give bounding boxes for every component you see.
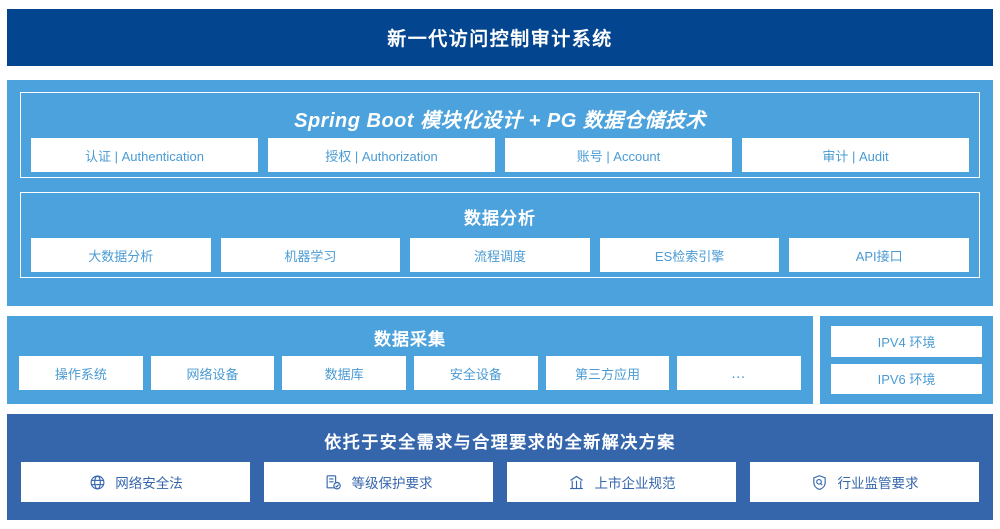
- chip-more[interactable]: …: [677, 356, 802, 390]
- globe-icon: [88, 473, 106, 491]
- chip-cybersecurity-law-label: 网络安全法: [115, 476, 183, 491]
- bank-icon: [568, 473, 586, 491]
- data-analysis-group: 数据分析: [20, 192, 980, 278]
- chip-account[interactable]: 账号 | Account: [505, 138, 732, 172]
- ip-environment-section: IPV4 环境 IPV6 环境: [820, 316, 993, 404]
- chip-industry-regulation-label: 行业监管要求: [837, 476, 919, 491]
- shield-search-icon: [811, 473, 829, 491]
- chip-operating-system[interactable]: 操作系统: [19, 356, 143, 390]
- chip-cybersecurity-law[interactable]: 网络安全法: [21, 462, 250, 502]
- chip-network-device[interactable]: 网络设备: [150, 356, 275, 390]
- chip-ipv6-environment[interactable]: IPV6 环境: [831, 363, 982, 394]
- chip-listed-company-standard[interactable]: 上市企业规范: [507, 462, 736, 502]
- spring-boot-group-title: Spring Boot 模块化设计 + PG 数据仓储技术: [294, 110, 706, 132]
- data-collection-chip-row: 操作系统 网络设备 数据库 安全设备 第三方应用 …: [19, 356, 802, 390]
- data-analysis-group-title: 数据分析: [464, 209, 536, 228]
- platform-section: Spring Boot 模块化设计 + PG 数据仓储技术 认证 | Authe…: [7, 80, 993, 306]
- chip-listed-company-standard-label: 上市企业规范: [594, 476, 676, 491]
- data-collection-title: 数据采集: [374, 330, 446, 349]
- chip-security-device[interactable]: 安全设备: [414, 356, 538, 390]
- chip-process-scheduling[interactable]: 流程调度: [410, 238, 590, 272]
- chip-third-party-application[interactable]: 第三方应用: [545, 356, 670, 390]
- chip-industry-regulation[interactable]: 行业监管要求: [750, 462, 979, 502]
- page-title: 新一代访问控制审计系统: [387, 29, 613, 50]
- compliance-section: 依托于安全需求与合理要求的全新解决方案 网络安全法: [7, 414, 993, 520]
- chip-classified-protection[interactable]: 等级保护要求: [264, 462, 493, 502]
- chip-classified-protection-label: 等级保护要求: [351, 476, 433, 491]
- chip-authorization[interactable]: 授权 | Authorization: [268, 138, 495, 172]
- chip-ipv4-environment[interactable]: IPV4 环境: [831, 326, 982, 357]
- spring-boot-group: Spring Boot 模块化设计 + PG 数据仓储技术: [20, 92, 980, 178]
- chip-es-search-engine[interactable]: ES检索引擎: [599, 238, 780, 272]
- chip-database[interactable]: 数据库: [282, 356, 407, 390]
- ip-environment-chip-column: IPV4 环境 IPV6 环境: [831, 326, 982, 394]
- chip-machine-learning[interactable]: 机器学习: [220, 238, 401, 272]
- spring-boot-chip-row: 认证 | Authentication 授权 | Authorization 账…: [31, 138, 969, 172]
- compliance-title: 依托于安全需求与合理要求的全新解决方案: [324, 433, 676, 452]
- data-analysis-chip-row: 大数据分析 机器学习 流程调度 ES检索引擎 API接口: [31, 238, 969, 272]
- chip-big-data-analysis[interactable]: 大数据分析: [31, 238, 211, 272]
- page-header: 新一代访问控制审计系统: [7, 9, 993, 66]
- chip-api-interface[interactable]: API接口: [789, 238, 969, 272]
- chip-audit[interactable]: 审计 | Audit: [742, 138, 969, 172]
- compliance-chip-row: 网络安全法 等级保护要求: [21, 462, 979, 502]
- data-collection-section: 数据采集 操作系统 网络设备 数据库 安全设备 第三方应用 …: [7, 316, 813, 404]
- document-check-icon: [325, 473, 343, 491]
- chip-authentication[interactable]: 认证 | Authentication: [31, 138, 258, 172]
